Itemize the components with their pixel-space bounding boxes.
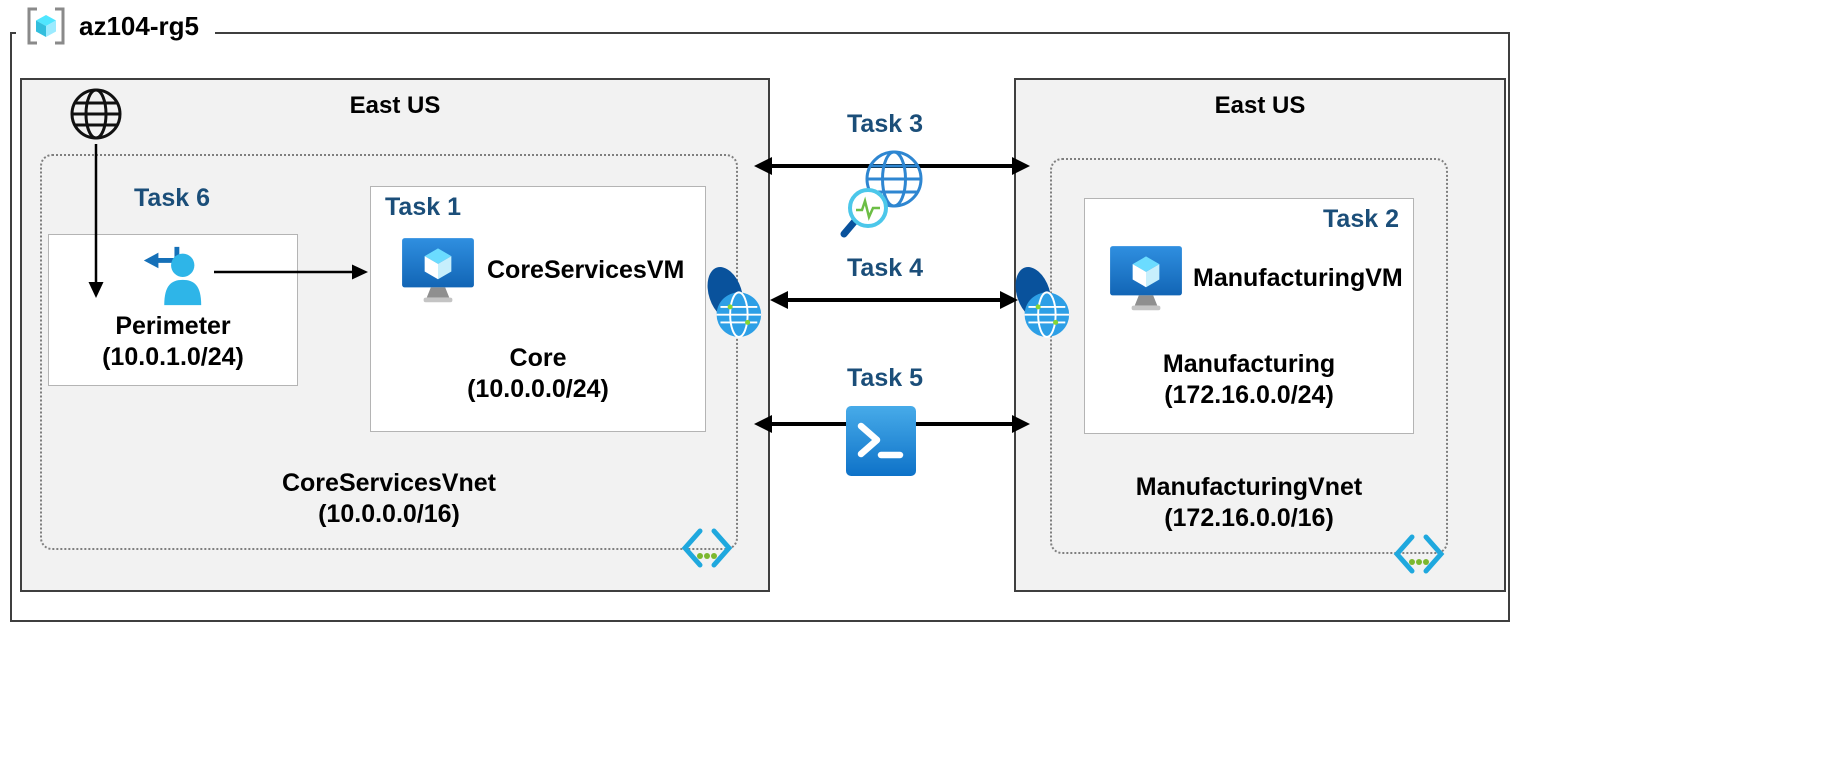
coreservices-vnet-cidr: (10.0.0.0/16) (318, 500, 460, 528)
task1-label: Task 1 (385, 193, 461, 221)
vnet-boundary-coreservices (40, 154, 738, 550)
resource-group-name: az104-rg5 (79, 10, 199, 41)
virtual-network-icon (680, 526, 734, 570)
vnet-peering-icon (704, 260, 766, 348)
virtual-machine-icon (399, 235, 477, 307)
region-left-title: East US (349, 92, 441, 119)
region-right-title: East US (1214, 92, 1306, 119)
core-subnet-name: Core (509, 344, 567, 372)
manufacturing-vm-name: ManufacturingVM (1193, 264, 1403, 292)
manufacturing-subnet-box: Task 2 ManufacturingVM (1084, 198, 1414, 434)
core-subnet-box: Task 1 CoreServicesVM (370, 186, 706, 432)
vnet-peering-icon (1012, 260, 1074, 348)
perimeter-to-core-arrow (214, 260, 370, 289)
perimeter-subnet-cidr: (10.0.1.0/24) (102, 343, 244, 371)
manufacturing-subnet-cidr: (172.16.0.0/24) (1164, 381, 1334, 409)
manufacturing-vnet-cidr: (172.16.0.0/16) (1164, 504, 1334, 532)
internet-to-perimeter-arrow (84, 142, 108, 305)
region-right-east-us: East US Task 2 (1014, 78, 1506, 592)
resource-group-label: az104-rg5 (16, 0, 215, 52)
perimeter-subnet-box: Perimeter (10.0.1.0/24) (48, 234, 298, 386)
perimeter-subnet-name: Perimeter (115, 312, 231, 340)
task4-connection-arrow (768, 286, 1020, 319)
manufacturing-vnet-name: ManufacturingVnet (1135, 473, 1363, 501)
vnet-boundary-manufacturing (1050, 158, 1448, 554)
region-left-east-us: East US Task 6 (20, 78, 770, 592)
coreservices-vnet-name: CoreServicesVnet (281, 469, 496, 497)
virtual-network-icon (1392, 532, 1446, 576)
perimeter-user-icon (132, 241, 214, 311)
virtual-machine-icon (1107, 243, 1185, 315)
task2-label: Task 2 (1323, 205, 1399, 233)
powershell-terminal-icon (844, 404, 918, 478)
resource-group-icon (22, 2, 70, 50)
core-vm-name: CoreServicesVM (487, 256, 685, 284)
task3-label: Task 3 (847, 110, 923, 138)
task5-label: Task 5 (847, 364, 923, 392)
internet-globe-icon (68, 86, 124, 142)
manufacturing-subnet-name: Manufacturing (1162, 350, 1336, 378)
task6-label: Task 6 (134, 184, 210, 212)
task4-label: Task 4 (847, 254, 923, 282)
network-watcher-icon (838, 146, 930, 240)
core-subnet-cidr: (10.0.0.0/24) (467, 375, 609, 403)
